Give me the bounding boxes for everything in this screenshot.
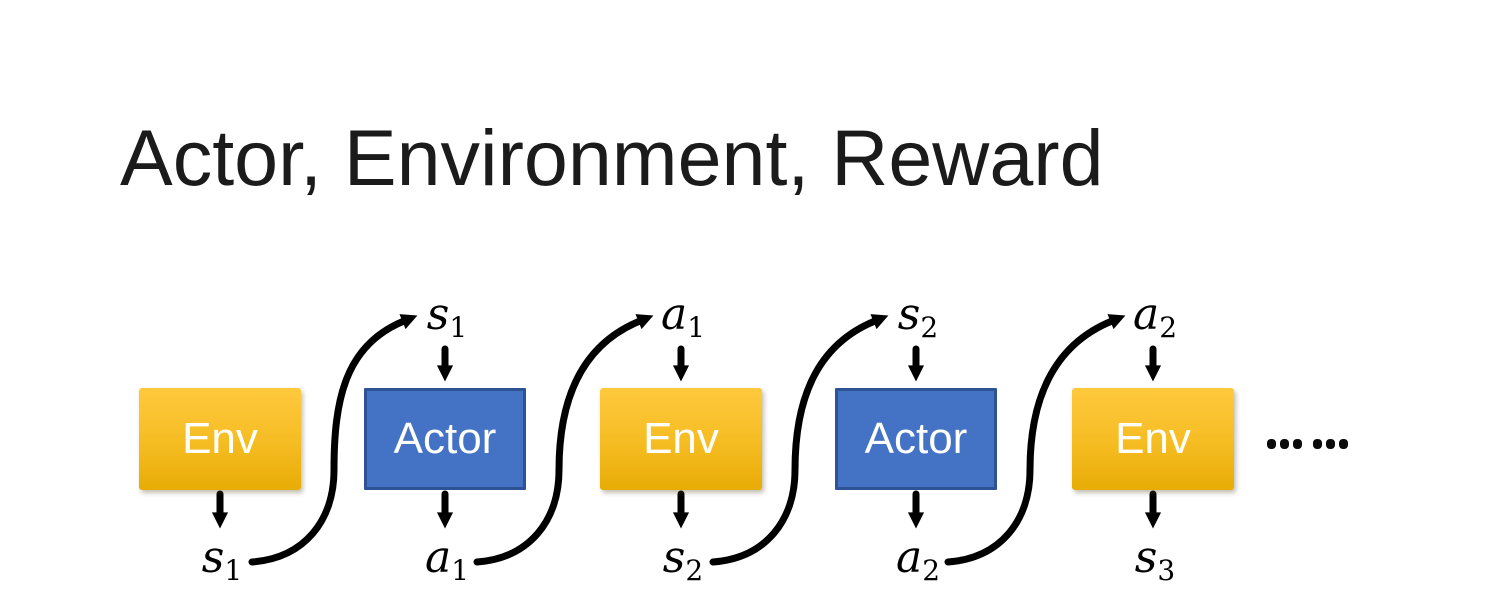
bottom-label-s1-base: s	[201, 532, 225, 583]
bottom-label-a2: a2	[863, 536, 973, 585]
top-label-s1-base: s	[426, 289, 450, 340]
top-label-a1-sub: 1	[687, 311, 706, 344]
bottom-label-s1: s1	[167, 536, 277, 585]
bottom-label-a1-base: a	[424, 532, 452, 583]
top-label-s1-sub: 1	[449, 311, 468, 344]
feedback-curve-arrow-1	[248, 314, 418, 566]
continuation-ellipsis	[1267, 439, 1352, 449]
env-box-2: Env	[600, 388, 762, 490]
bottom-label-a2-base: a	[895, 532, 923, 583]
bottom-label-s1-sub: 1	[224, 554, 243, 587]
ellipsis-dot	[1339, 439, 1348, 449]
actor-box-2: Actor	[835, 388, 997, 490]
top-label-a2-base: a	[1132, 289, 1160, 340]
ellipsis-dot	[1267, 439, 1276, 449]
env-box-3-label: Env	[1115, 414, 1191, 463]
bottom-label-a1: a1	[392, 536, 502, 585]
bottom-label-s2-sub: 2	[685, 554, 704, 587]
top-label-a1: a1	[628, 293, 738, 342]
top-label-s2-base: s	[897, 289, 921, 340]
feedback-curve-arrow-2	[473, 314, 654, 566]
top-label-s1: s1	[392, 293, 502, 342]
top-label-a2: a2	[1100, 293, 1210, 342]
top-label-a1-base: a	[660, 289, 688, 340]
actor-box-1: Actor	[364, 388, 526, 490]
bottom-label-s3-sub: 3	[1157, 554, 1176, 587]
top-label-s2-sub: 2	[920, 311, 939, 344]
ellipsis-dot	[1293, 439, 1302, 449]
feedback-curve-arrow-3	[709, 314, 889, 566]
bottom-label-s3-base: s	[1134, 532, 1158, 583]
env-box-3: Env	[1072, 388, 1234, 490]
ellipsis-dot	[1326, 439, 1335, 449]
actor-box-2-label: Actor	[864, 414, 968, 463]
top-label-a2-sub: 2	[1159, 311, 1178, 344]
actor-box-1-label: Actor	[393, 414, 497, 463]
env-box-1-label: Env	[182, 414, 258, 463]
bottom-label-s2: s2	[628, 536, 738, 585]
slide-title: Actor, Environment, Reward	[120, 113, 1104, 202]
bottom-label-a2-sub: 2	[922, 554, 941, 587]
ellipsis-dot	[1313, 439, 1322, 449]
bottom-label-a1-sub: 1	[451, 554, 470, 587]
env-box-1: Env	[139, 388, 301, 490]
top-label-s2: s2	[863, 293, 973, 342]
env-box-2-label: Env	[643, 414, 719, 463]
feedback-curve-arrow-4	[944, 314, 1126, 566]
bottom-label-s3: s3	[1100, 536, 1210, 585]
ellipsis-dot	[1280, 439, 1289, 449]
bottom-label-s2-base: s	[662, 532, 686, 583]
